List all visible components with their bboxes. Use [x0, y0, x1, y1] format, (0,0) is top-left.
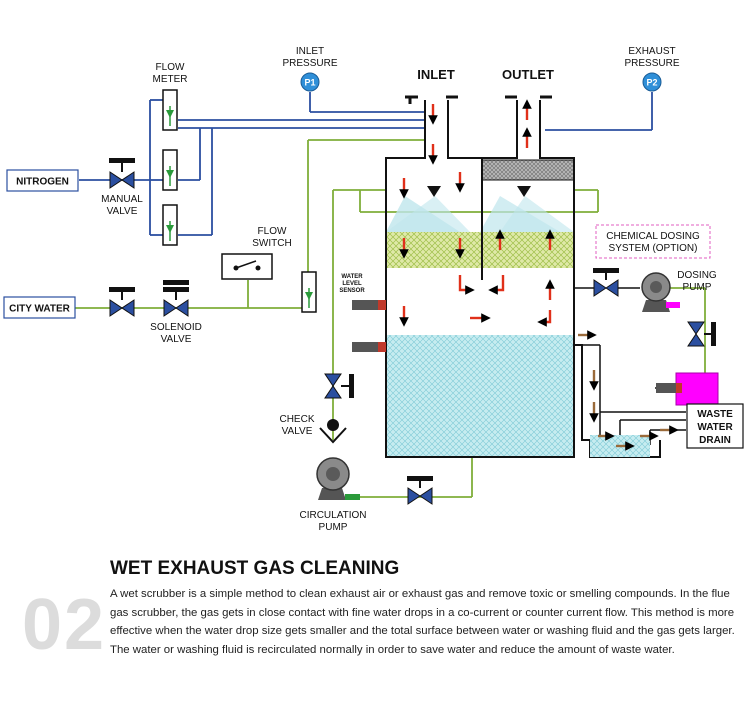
scrubber-tower [352, 95, 661, 458]
outlet-label: OUTLET [502, 67, 554, 82]
nitrogen-pipes [79, 92, 653, 236]
section-number: 02 [22, 585, 107, 665]
wet-scrubber-diagram: P1 P2 NITROGEN CITY WATER CHEMICAL DOSIN… [3, 46, 744, 533]
flow-meters [162, 89, 317, 313]
water-level-sensor-label-2: LEVEL [342, 281, 362, 287]
exhaust-pressure-label-1: EXHAUST [628, 46, 675, 57]
gauge-p2-label: P2 [646, 78, 657, 88]
gauge-p2: P2 [642, 72, 662, 92]
circulation-pump [316, 457, 360, 500]
waste-drain-line-1: WASTE [697, 409, 733, 420]
flow-meter-label-2: METER [153, 74, 188, 85]
circulation-pump-label-2: PUMP [319, 522, 348, 533]
manual-valve [109, 158, 135, 189]
dosing-pump-label-1: DOSING [677, 270, 717, 281]
flow-switch [221, 253, 273, 280]
exhaust-pressure-label-2: PRESSURE [624, 58, 679, 69]
chemical-dosing-box: CHEMICAL DOSING SYSTEM (OPTION) [595, 224, 711, 259]
chemical-dosing-line-2: SYSTEM (OPTION) [609, 243, 698, 254]
gauge-p1: P1 [300, 72, 320, 92]
city-water-valve [109, 287, 135, 317]
water-level-sensor-label-3: SENSOR [339, 288, 365, 294]
manual-valve-label-2: VALVE [107, 206, 138, 217]
section-title: WET EXHAUST GAS CLEANING [110, 558, 400, 579]
solenoid-valve-label-2: VALVE [161, 334, 192, 345]
section-description: A wet scrubber is a simple method to cle… [110, 588, 735, 656]
water-level-sensor-label-1: WATER [341, 274, 363, 280]
solenoid-valve [163, 280, 189, 317]
dosing-tank [656, 372, 719, 406]
inlet-pressure-label-2: PRESSURE [282, 58, 337, 69]
waste-water-drain-box: WASTE WATER DRAIN [686, 403, 744, 449]
dosing-line-valve [687, 321, 716, 347]
solenoid-valve-label-1: SOLENOID [150, 322, 202, 333]
pump-line-valve [407, 476, 433, 505]
waste-drain-line-2: WATER [697, 422, 733, 433]
nitrogen-box: NITROGEN [6, 169, 79, 192]
chemical-dosing-line-1: CHEMICAL DOSING [606, 231, 700, 242]
line-valve-vertical [324, 373, 354, 399]
dosing-pump [641, 272, 680, 312]
flow-switch-label-1: FLOW [258, 226, 287, 237]
circulation-pump-label-1: CIRCULATION [299, 510, 366, 521]
gauge-p1-label: P1 [304, 78, 315, 88]
flow-meter-label-1: FLOW [156, 62, 185, 73]
check-valve-label-1: CHECK [279, 414, 314, 425]
gas-flow-arrows [399, 99, 555, 327]
city-water-box: CITY WATER [3, 296, 76, 319]
flow-switch-label-2: SWITCH [252, 238, 291, 249]
manual-valve-label-1: MANUAL [101, 194, 143, 205]
city-water-label: CITY WATER [9, 304, 71, 315]
inlet-pressure-label-1: INLET [296, 46, 324, 57]
water-flow-arrows [578, 330, 679, 451]
check-valve-label-2: VALVE [282, 426, 313, 437]
dosing-valve [593, 268, 619, 297]
nitrogen-label: NITROGEN [16, 177, 69, 188]
check-valve [319, 419, 347, 444]
inlet-label: INLET [417, 67, 455, 82]
waste-drain-line-3: DRAIN [699, 435, 731, 446]
dosing-pump-label-2: PUMP [683, 282, 712, 293]
